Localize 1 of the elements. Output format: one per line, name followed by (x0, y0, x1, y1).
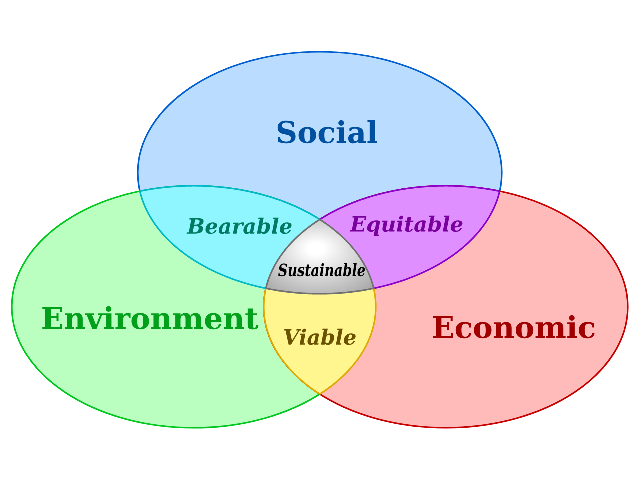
overlap-region: Viable (263, 288, 377, 395)
